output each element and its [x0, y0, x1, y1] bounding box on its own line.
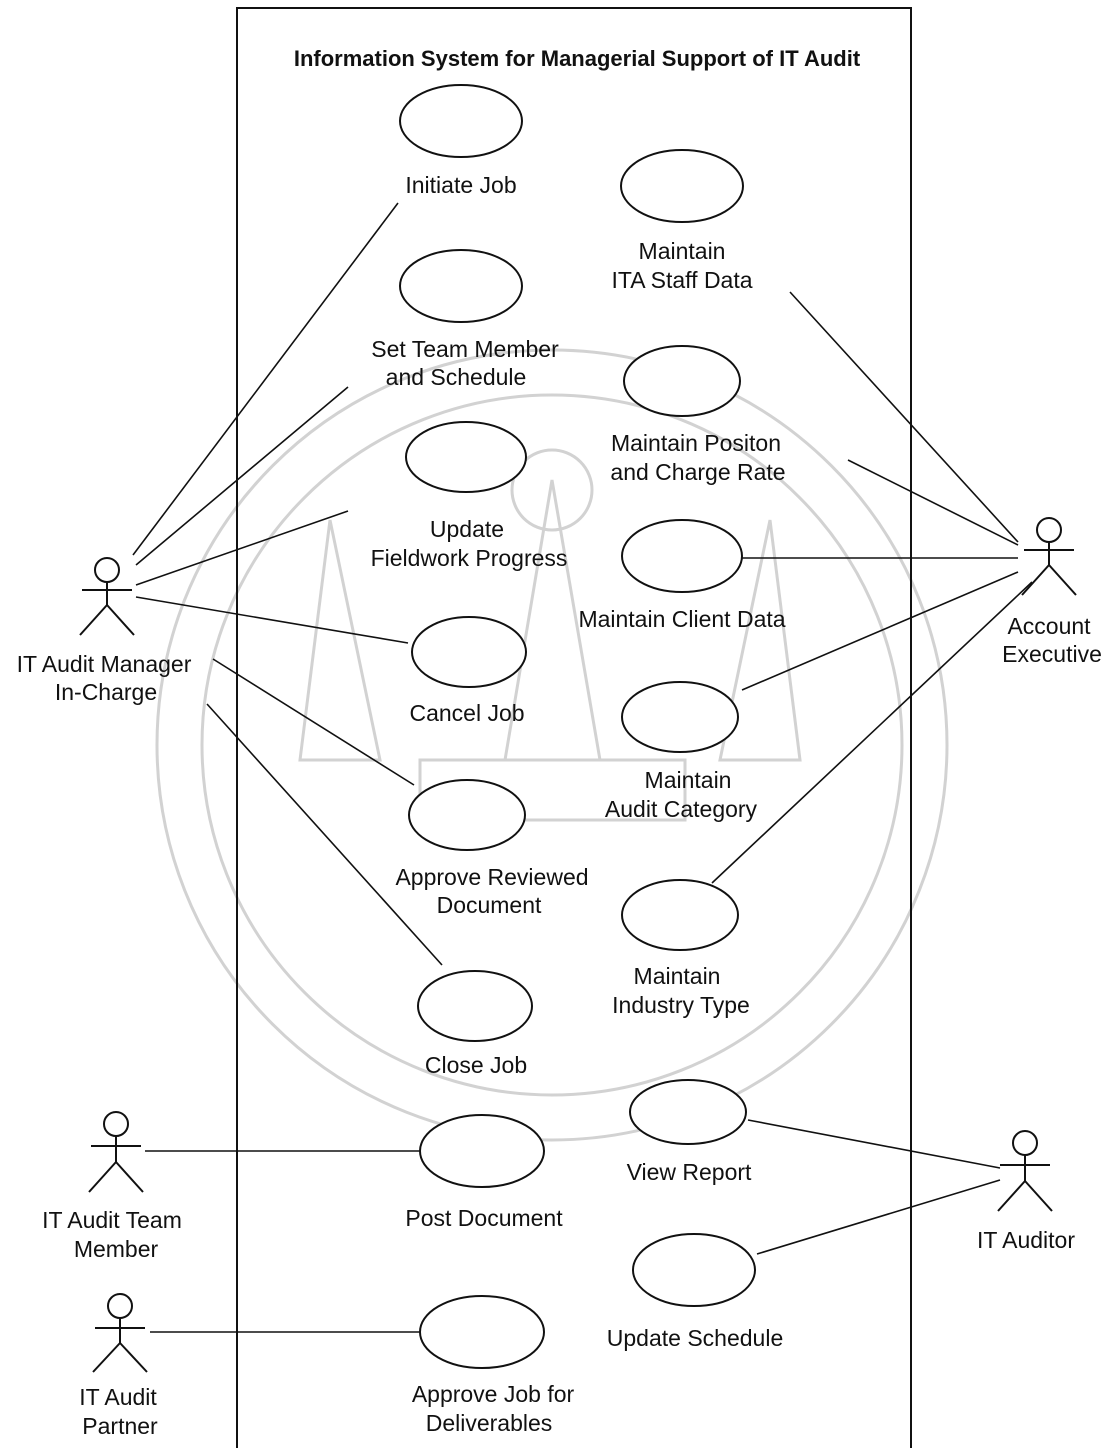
- use-case-ellipse: [623, 345, 741, 417]
- use-case-label: Post Document: [405, 1205, 563, 1231]
- use-case-ellipse: [629, 1079, 747, 1145]
- actor-it-audit-partner: IT Audit Partner: [79, 1293, 158, 1439]
- use-case-approve-reviewed-document: Approve Reviewed Document: [395, 779, 589, 918]
- actor-label: IT Audit Manager: [17, 651, 192, 677]
- use-case-maintain-client-data: Maintain Client Data: [578, 519, 786, 632]
- use-case-maintain-staff-data: Maintain ITA Staff Data: [611, 149, 753, 293]
- use-case-label: Close Job: [425, 1052, 527, 1078]
- actor-label: Executive: [1002, 641, 1102, 667]
- use-case-label: Maintain: [634, 963, 721, 989]
- use-case-label: Update: [430, 516, 504, 542]
- assoc-auditor-update-schedule: [756, 1179, 1001, 1255]
- use-case-ellipse: [621, 879, 739, 951]
- actor-label: IT Audit: [79, 1384, 157, 1410]
- actor-it-audit-manager: IT Audit Manager In-Charge: [17, 557, 192, 705]
- use-case-label: Fieldwork Progress: [371, 545, 568, 571]
- use-case-ellipse: [419, 1114, 545, 1188]
- assoc-account-audit-category: [741, 571, 1019, 691]
- use-case-label: Maintain Positon: [611, 430, 781, 456]
- use-case-label: and Charge Rate: [610, 459, 785, 485]
- stick-figure-icon: [88, 1111, 144, 1193]
- assoc-manager-close-job: [206, 703, 443, 966]
- assoc-account-staff-data: [789, 291, 1019, 543]
- watermark-seal: [155, 348, 949, 1142]
- use-case-post-document: Post Document: [405, 1114, 563, 1231]
- use-case-label: and Schedule: [386, 364, 527, 390]
- use-case-approve-job-deliverables: Approve Job for Deliverables: [412, 1295, 575, 1436]
- use-case-ellipse: [419, 1295, 545, 1369]
- use-case-label: ITA Staff Data: [611, 267, 752, 293]
- use-case-update-fieldwork: Update Fieldwork Progress: [371, 421, 568, 571]
- assoc-auditor-view-report: [747, 1119, 1001, 1169]
- use-case-label: Industry Type: [612, 992, 750, 1018]
- system-boundary: [236, 7, 912, 1448]
- use-case-label: Maintain: [639, 238, 726, 264]
- use-case-label: Document: [437, 892, 542, 918]
- use-case-update-schedule: Update Schedule: [607, 1233, 783, 1351]
- use-case-maintain-audit-category: Maintain Audit Category: [605, 681, 758, 822]
- assoc-account-position-rate: [847, 459, 1019, 546]
- use-case-ellipse: [399, 84, 523, 158]
- assoc-manager-approve-reviewed: [212, 658, 415, 786]
- use-case-view-report: View Report: [627, 1079, 752, 1185]
- use-case-initiate-job: Initiate Job: [399, 84, 523, 198]
- use-case-label: Cancel Job: [409, 700, 524, 726]
- use-case-ellipse: [408, 779, 526, 851]
- system-title: Information System for Managerial Suppor…: [294, 46, 861, 71]
- stick-figure-icon: [997, 1130, 1053, 1212]
- use-case-ellipse: [417, 970, 533, 1042]
- use-case-ellipse: [632, 1233, 756, 1307]
- use-case-close-job: Close Job: [417, 970, 533, 1078]
- actor-label: In-Charge: [55, 679, 157, 705]
- use-case-maintain-position-rate: Maintain Positon and Charge Rate: [610, 345, 786, 485]
- use-case-label: Deliverables: [426, 1410, 553, 1436]
- use-case-label: Set Team Member: [371, 336, 559, 362]
- use-case-cancel-job: Cancel Job: [409, 616, 527, 726]
- assoc-manager-cancel-job: [135, 596, 409, 644]
- assoc-manager-fieldwork: [135, 510, 349, 586]
- actor-label: IT Auditor: [977, 1227, 1075, 1253]
- actor-it-audit-team-member: IT Audit Team Member: [42, 1111, 182, 1262]
- use-case-label: View Report: [627, 1159, 752, 1185]
- use-case-label: Initiate Job: [405, 172, 516, 198]
- use-case-label: Audit Category: [605, 796, 758, 822]
- use-case-label: Maintain Client Data: [578, 606, 785, 632]
- assoc-account-industry-type: [711, 581, 1033, 884]
- use-case-ellipse: [411, 616, 527, 688]
- actor-label: Partner: [82, 1413, 158, 1439]
- use-case-label: Update Schedule: [607, 1325, 783, 1351]
- stick-figure-icon: [79, 557, 135, 636]
- use-case-label: Approve Reviewed: [395, 864, 588, 890]
- use-case-label: Approve Job for: [412, 1381, 575, 1407]
- actor-account-executive: Account Executive: [1002, 517, 1102, 667]
- use-case-set-team-member: Set Team Member and Schedule: [371, 249, 559, 390]
- actor-label: Account: [1007, 613, 1091, 639]
- assoc-manager-initiate-job: [132, 202, 399, 556]
- actor-label: Member: [74, 1236, 159, 1262]
- stick-figure-icon: [1021, 517, 1077, 596]
- use-case-ellipse: [621, 681, 739, 753]
- use-case-ellipse: [621, 519, 743, 593]
- use-case-ellipse: [405, 421, 527, 493]
- associations: [132, 202, 1033, 1333]
- use-case-maintain-industry-type: Maintain Industry Type: [612, 879, 750, 1018]
- stick-figure-icon: [92, 1293, 148, 1373]
- use-case-label: Maintain: [645, 767, 732, 793]
- assoc-manager-set-team: [135, 386, 349, 566]
- use-case-ellipse: [620, 149, 744, 223]
- use-case-ellipse: [399, 249, 523, 323]
- actor-label: IT Audit Team: [42, 1207, 182, 1233]
- actor-it-auditor: IT Auditor: [977, 1130, 1075, 1253]
